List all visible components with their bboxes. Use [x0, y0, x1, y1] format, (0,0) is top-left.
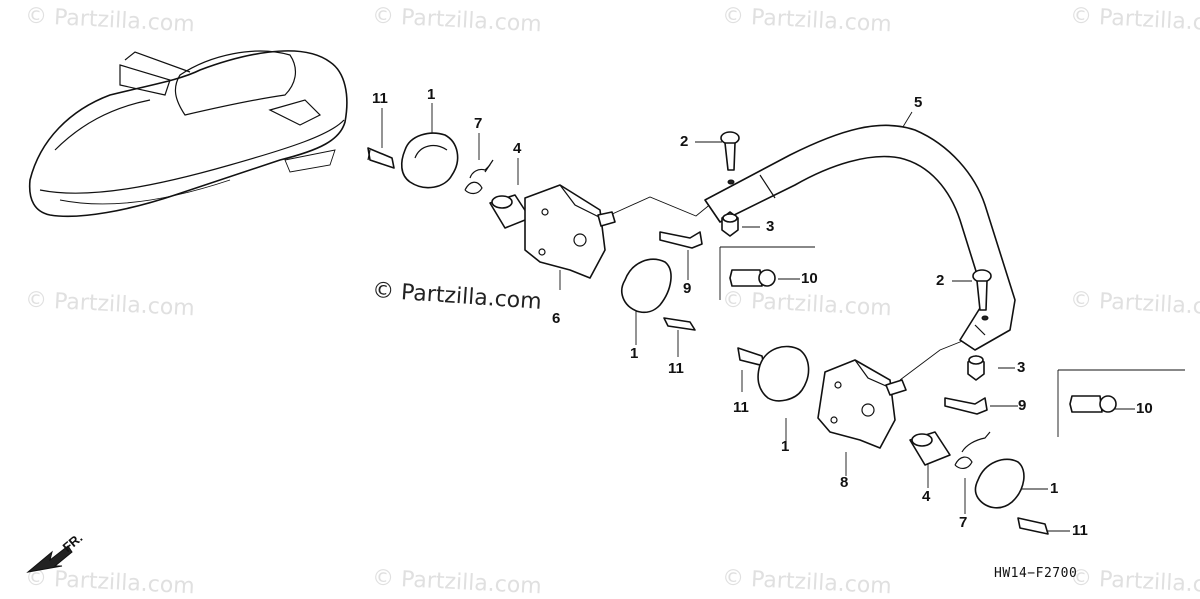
upper-fasteners [720, 131, 776, 287]
callout-11: 11 [1072, 522, 1088, 539]
callout-4: 4 [922, 488, 931, 505]
upper-grip-assembly [367, 132, 703, 331]
callout-5: 5 [914, 94, 923, 111]
callout-10: 10 [1136, 400, 1153, 417]
callout-11: 11 [668, 360, 684, 377]
callout-3: 3 [766, 218, 775, 235]
callout-8: 8 [840, 474, 849, 491]
callout-1: 1 [1050, 480, 1059, 497]
callout-11: 11 [372, 90, 388, 107]
callout-10: 10 [801, 270, 818, 287]
watercraft-illustration [28, 50, 348, 218]
callout-1: 1 [630, 345, 639, 362]
front-direction-arrow [26, 545, 73, 573]
callout-9: 9 [1018, 397, 1027, 414]
callout-2: 2 [936, 272, 945, 289]
lower-grip-assembly [737, 269, 1117, 535]
handle-bar [704, 124, 1016, 351]
callout-1: 1 [781, 438, 790, 455]
callout-4: 4 [513, 140, 522, 157]
leader-lines [381, 103, 1185, 532]
callout-7: 7 [959, 514, 968, 531]
callout-2: 2 [680, 133, 689, 150]
callout-9: 9 [683, 280, 692, 297]
callout-11: 11 [733, 399, 749, 416]
callout-7: 7 [474, 115, 483, 132]
diagram-code: HW14−F2700 [994, 566, 1078, 581]
callout-6: 6 [552, 310, 561, 327]
callout-3: 3 [1017, 359, 1026, 376]
callout-1: 1 [427, 86, 436, 103]
